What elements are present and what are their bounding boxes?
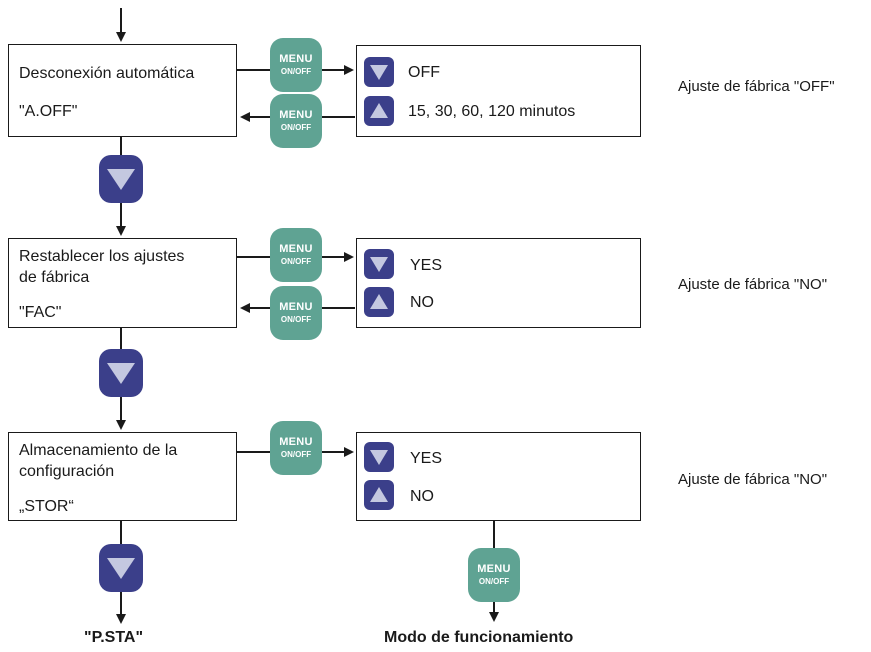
menu-button[interactable]: MENU ON/OFF: [270, 228, 322, 282]
menu-button[interactable]: MENU ON/OFF: [270, 38, 322, 92]
down-triangle-icon: [370, 257, 388, 272]
up-triangle-icon: [370, 103, 388, 118]
option-label: YES: [410, 257, 443, 274]
step-box-factory-reset: [8, 238, 237, 328]
step-title-line2: configuración: [19, 463, 115, 480]
next-down-button[interactable]: [99, 544, 143, 592]
options-box: [356, 238, 641, 328]
down-triangle-icon: [370, 65, 388, 80]
down-triangle-icon: [370, 450, 388, 465]
menu-button[interactable]: MENU ON/OFF: [270, 421, 322, 475]
up-triangle-icon: [370, 294, 388, 309]
up-button[interactable]: [364, 96, 394, 126]
down-button[interactable]: [364, 442, 394, 472]
down-triangle-icon: [107, 363, 135, 384]
step-box-store-config: [8, 432, 237, 521]
down-button[interactable]: [364, 57, 394, 87]
option-label: OFF: [408, 64, 440, 81]
up-button[interactable]: [364, 480, 394, 510]
down-button[interactable]: [364, 249, 394, 279]
option-label: 15, 30, 60, 120 minutos: [408, 103, 576, 120]
option-label: YES: [410, 450, 443, 467]
next-step-label: "P.STA": [84, 629, 144, 646]
option-label: NO: [410, 488, 434, 505]
option-label: NO: [410, 294, 434, 311]
step-title-line1: Almacenamiento de la: [19, 442, 178, 459]
up-triangle-icon: [370, 487, 388, 502]
step-title-line2: de fábrica: [19, 269, 90, 286]
factory-note: Ajuste de fábrica "OFF": [678, 78, 835, 95]
step-title: Desconexión automática: [19, 65, 195, 82]
menu-button[interactable]: MENU ON/OFF: [270, 286, 322, 340]
down-triangle-icon: [107, 558, 135, 579]
factory-note: Ajuste de fábrica "NO": [678, 276, 828, 293]
options-box: [356, 432, 641, 521]
step-title-line1: Restablecer los ajustes: [19, 248, 185, 265]
next-down-button[interactable]: [99, 349, 143, 397]
down-triangle-icon: [107, 169, 135, 190]
menu-button[interactable]: MENU ON/OFF: [270, 94, 322, 148]
options-box: [356, 45, 641, 137]
step-code: "FAC": [19, 304, 62, 321]
factory-note: Ajuste de fábrica "NO": [678, 471, 828, 488]
step-box-auto-off: [8, 44, 237, 137]
step-code: „STOR“: [19, 498, 74, 515]
next-down-button[interactable]: [99, 155, 143, 203]
up-button[interactable]: [364, 287, 394, 317]
menu-button[interactable]: MENU ON/OFF: [468, 548, 520, 602]
step-code: "A.OFF": [19, 103, 78, 120]
final-mode-label: Modo de funcionamiento: [384, 629, 574, 646]
